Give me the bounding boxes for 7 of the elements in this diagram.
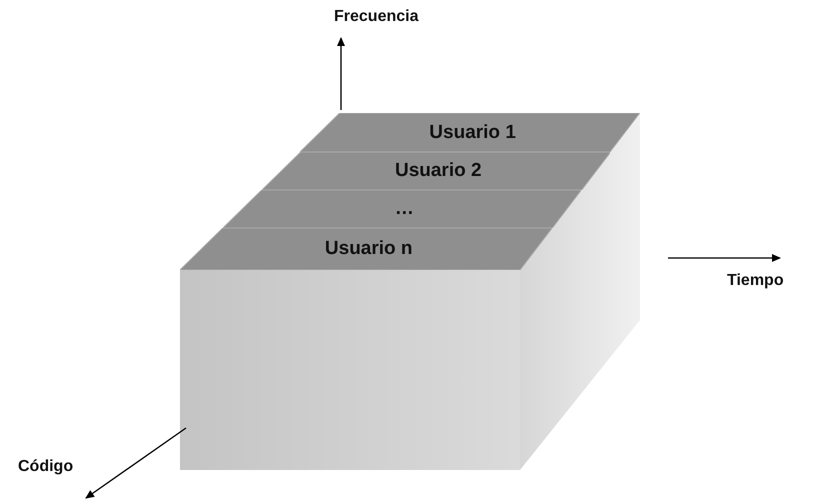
band-label: … [394, 198, 414, 220]
axis-label: Tiempo [727, 272, 784, 290]
band-label: Usuario 1 [429, 122, 516, 144]
band-label: Usuario 2 [394, 160, 482, 182]
axis-label: Frecuencia [334, 8, 418, 26]
axis-label: Código [18, 458, 74, 476]
band-label: Usuario n [324, 238, 413, 260]
